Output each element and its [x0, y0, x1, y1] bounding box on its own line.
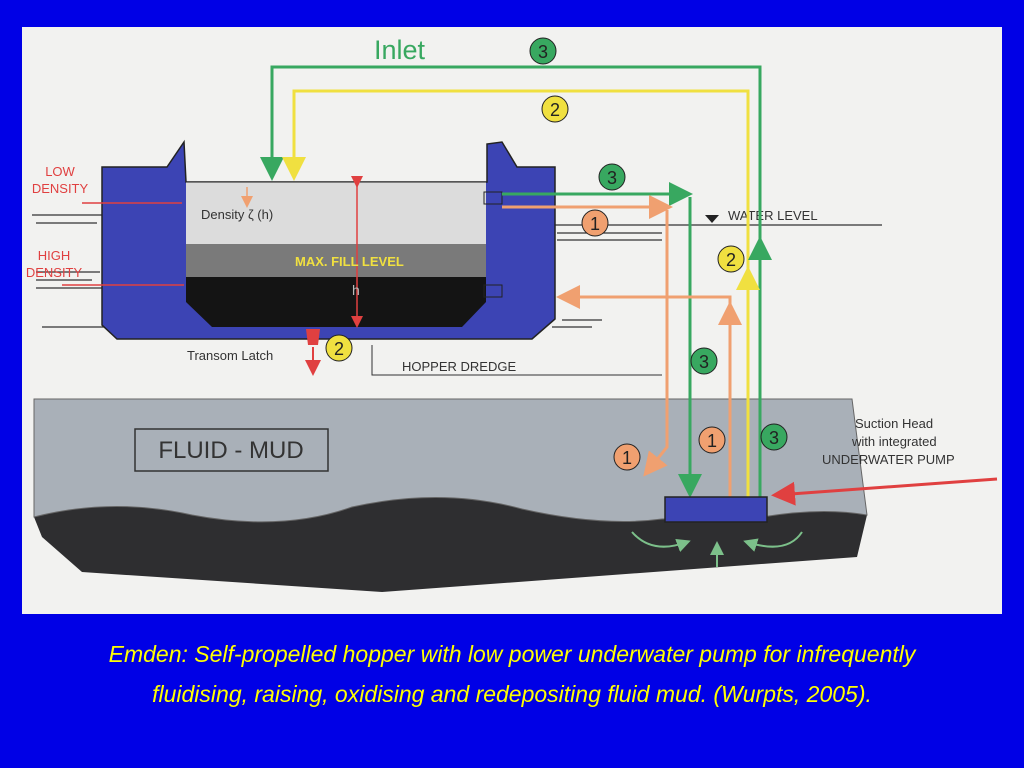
max-fill-band [186, 244, 486, 277]
fluid-mud-label: FLUID - MUD [158, 437, 303, 464]
high-density-layer [186, 277, 486, 327]
transom-latch [306, 329, 320, 345]
marker-2-inlet: 2 [541, 95, 569, 123]
marker-2-riser: 2 [717, 245, 745, 273]
hopper-dredge-diagram: FLUID - MUD Density ζ (h) MAX. FILL LEVE… [26, 35, 998, 592]
marker-3-hull: 3 [598, 163, 626, 191]
marker-3-riser: 3 [760, 423, 788, 451]
fluid-mud-label-box [134, 428, 329, 472]
marker-1-riser: 1 [698, 426, 726, 454]
suction-head-label-2: with integrated [851, 434, 937, 449]
inlet-label: Inlet [374, 35, 426, 65]
marker-3-inlet: 3 [529, 37, 557, 65]
high-density-label-2: DENSITY [26, 265, 83, 280]
low-density-label-1: LOW [45, 164, 75, 179]
markers: 3 2 3 1 2 2 3 1 [325, 37, 788, 471]
marker-3-down: 3 [690, 347, 718, 375]
suction-head-label-1: Suction Head [855, 416, 933, 431]
svg-text:3: 3 [538, 42, 548, 62]
transom-latch-label: Transom Latch [187, 348, 273, 363]
marker-1-hull: 1 [581, 209, 609, 237]
marker-2-latch: 2 [325, 334, 353, 362]
suction-inlet-arrow [771, 477, 998, 506]
svg-text:3: 3 [607, 168, 617, 188]
height-label: h [352, 282, 360, 298]
max-fill-label: MAX. FILL LEVEL [295, 254, 404, 269]
svg-text:3: 3 [769, 428, 779, 448]
hopper-dredge-label: HOPPER DREDGE [402, 359, 516, 374]
svg-text:2: 2 [550, 100, 560, 120]
suction-head-label-3: UNDERWATER PUMP [822, 452, 955, 467]
underwater-pump [664, 496, 768, 523]
svg-text:1: 1 [622, 448, 632, 468]
svg-text:2: 2 [334, 339, 344, 359]
diagram-panel: FLUID - MUD Density ζ (h) MAX. FILL LEVE… [22, 27, 1002, 614]
water-level-marker [705, 215, 719, 223]
low-density-layer [186, 182, 486, 244]
marker-1-outlet: 1 [613, 443, 641, 471]
water-level-label: WATER LEVEL [728, 208, 818, 223]
svg-text:2: 2 [726, 250, 736, 270]
svg-text:1: 1 [590, 214, 600, 234]
seabed-layer [34, 497, 867, 592]
caption-line-2: fluidising, raising, oxidising and redep… [152, 681, 872, 707]
density-label: Density ζ (h) [201, 207, 273, 222]
svg-text:3: 3 [699, 352, 709, 372]
low-density-label-2: DENSITY [32, 181, 89, 196]
high-density-label-1: HIGH [38, 248, 71, 263]
caption-line-1: Emden: Self-propelled hopper with low po… [108, 641, 916, 667]
svg-text:1: 1 [707, 431, 717, 451]
